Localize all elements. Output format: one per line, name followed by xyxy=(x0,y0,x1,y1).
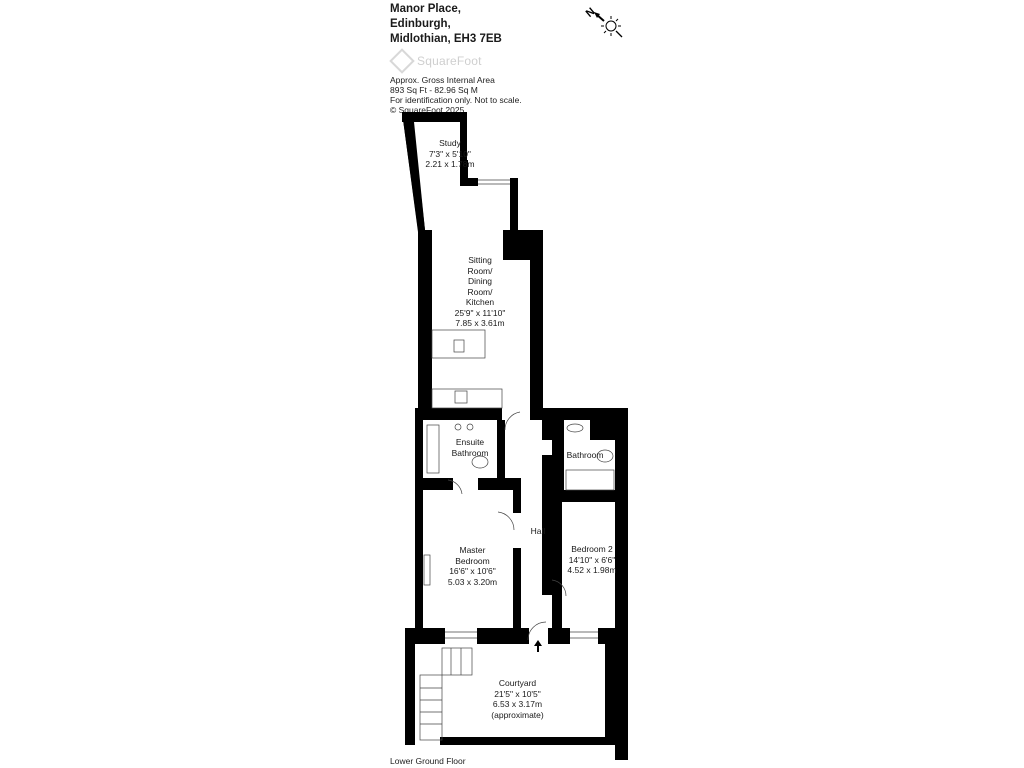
area-info-copyright: © SquareFoot 2025 xyxy=(390,105,465,115)
address-line-1: Manor Place, xyxy=(390,3,461,15)
room-ensuite-bathroom: Ensuite Bathroom xyxy=(451,437,489,458)
area-info-size: 893 Sq Ft - 82.96 Sq M xyxy=(390,85,478,95)
room-bedroom-2: Bedroom 2 14'10" x 6'6" 4.52 x 1.98m xyxy=(567,544,617,575)
property-header: Manor Place, Edinburgh, Midlothian, EH3 … xyxy=(389,2,522,115)
room-study: Study 7'3" x 5'10" 2.21 x 1.78m xyxy=(425,138,475,169)
room-bathroom: Bathroom xyxy=(566,450,604,460)
brand-name: SquareFoot xyxy=(417,54,482,68)
fixtures xyxy=(419,179,615,741)
room-master-bedroom: Master Bedroom 16'6" x 10'6" 5.03 x 3.20… xyxy=(447,545,498,587)
north-arrow-sun-icon: N xyxy=(584,6,623,38)
entrance-arrow-icon xyxy=(534,640,542,652)
area-info-title: Approx. Gross Internal Area xyxy=(390,75,495,85)
room-sitting-dining-kitchen: Sitting Room/ Dining Room/ Kitchen 25'9"… xyxy=(454,255,506,328)
brand-logo: SquareFoot xyxy=(389,48,522,74)
room-courtyard: Courtyard 21'5" x 10'5" 6.53 x 3.17m (ap… xyxy=(491,678,544,720)
area-info-disclaimer: For identification only. Not to scale. xyxy=(390,95,522,105)
address-line-3: Midlothian, EH3 7EB xyxy=(390,33,502,45)
floor-label: Lower Ground Floor xyxy=(390,756,466,766)
walls xyxy=(402,112,628,760)
address-line-2: Edinburgh, xyxy=(390,18,451,30)
room-hall: Hall xyxy=(530,526,546,536)
area-info: Approx. Gross Internal Area 893 Sq Ft - … xyxy=(390,75,522,115)
